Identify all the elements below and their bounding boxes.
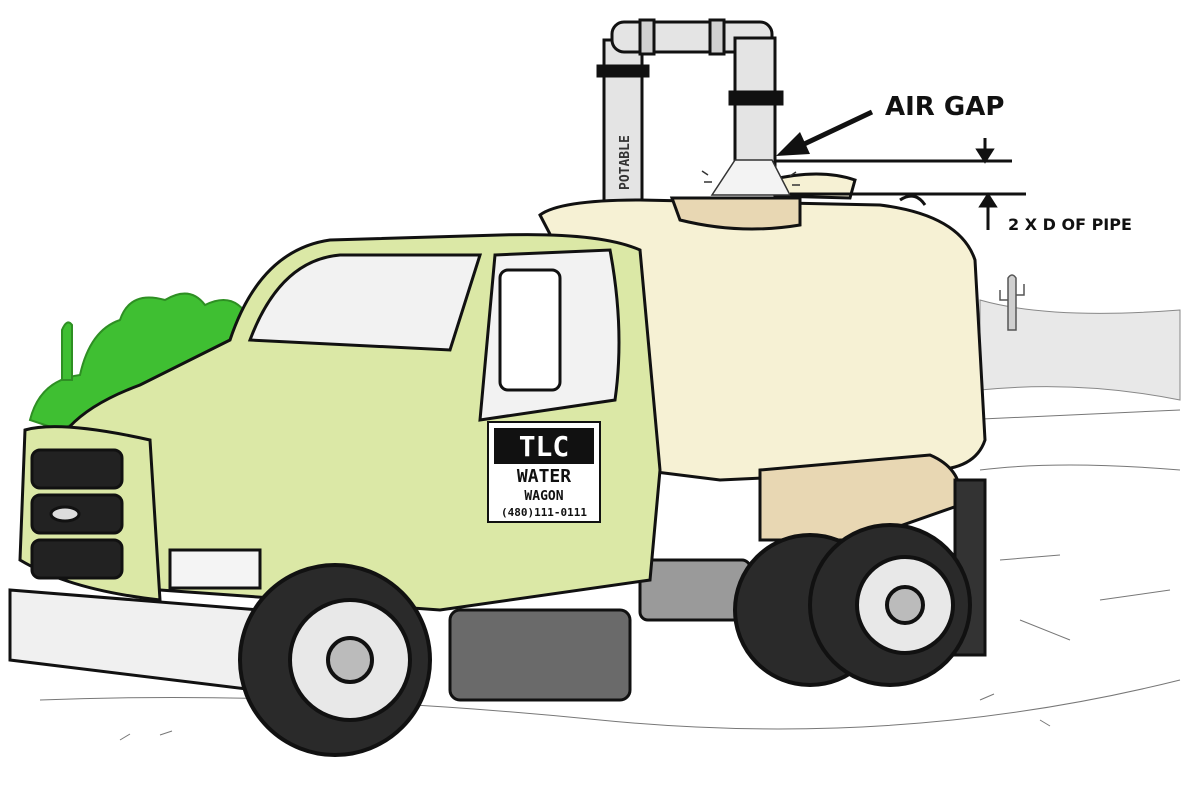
air-gap-arrow (776, 112, 872, 156)
door-sign-line1: TLC (519, 430, 570, 463)
rear-fender (760, 455, 961, 540)
pipe-label: POTABLE (618, 135, 633, 190)
door-sign-line3: WAGON (524, 489, 563, 504)
door-sign-line4: (480)111-0111 (501, 506, 587, 519)
door-sign: TLC WATER WAGON (480)111-0111 (488, 422, 600, 522)
rear-wheel (735, 525, 970, 685)
dimension-label: 2 X D OF PIPE (1008, 215, 1132, 234)
air-gap-label: AIR GAP (885, 92, 1004, 122)
door-sign-line2: WATER (517, 466, 571, 487)
front-wheel (240, 565, 430, 755)
